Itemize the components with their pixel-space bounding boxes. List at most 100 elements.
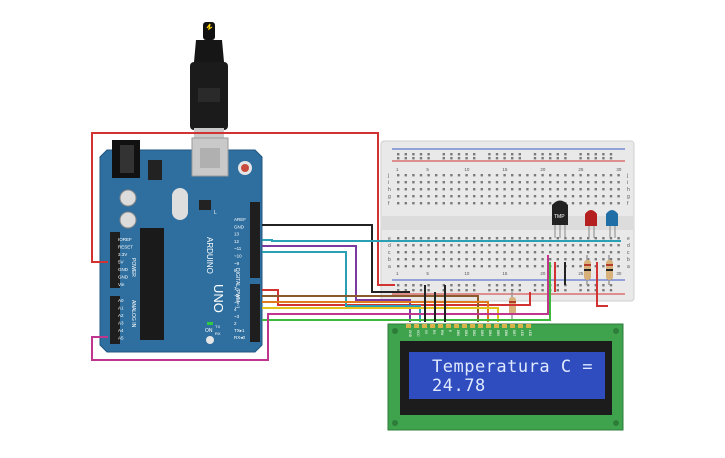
lcd-pin[interactable]	[478, 324, 483, 328]
lcd-pin[interactable]	[494, 324, 499, 328]
lcd-pin[interactable]	[470, 324, 475, 328]
wire-magenta-a5[interactable]	[91, 255, 549, 361]
lcd-pin-label: LED	[528, 330, 532, 337]
power-header-label: POWER	[130, 258, 136, 277]
wire-green-3[interactable]	[262, 262, 551, 321]
lcd-pin-label: DB5	[496, 330, 500, 336]
wire-red-led[interactable]	[262, 289, 531, 306]
lcd-pin-header	[406, 324, 531, 328]
digital-pin-label: 8	[234, 268, 237, 273]
digital-pin-label: 13	[234, 232, 240, 237]
lcd-pin[interactable]	[430, 324, 435, 328]
breadboard-row-letter: i	[388, 180, 389, 186]
analog-pin-label: A2	[118, 313, 124, 318]
breadboard-row-letter: h	[627, 187, 630, 193]
l-label: L	[214, 210, 217, 216]
breadboard-row-letter: d	[627, 243, 630, 249]
temperature-sensor[interactable]	[552, 200, 568, 239]
wire-red-power[interactable]	[91, 132, 395, 286]
breadboard-row-letter: i	[627, 180, 628, 186]
lcd-pin[interactable]	[438, 324, 443, 328]
digital-pin-label: ~5	[234, 300, 240, 305]
wire-teal-11[interactable]	[262, 251, 421, 322]
breadboard-row-letter: f	[388, 201, 390, 207]
breadboard-row-letter: c	[388, 250, 391, 256]
lcd-module[interactable]	[387, 323, 624, 431]
breadboard-row-letter: c	[627, 250, 630, 256]
analog-header-label: ANALOG IN	[130, 300, 136, 328]
lcd-pin[interactable]	[486, 324, 491, 328]
power-pin-label: GND	[118, 267, 129, 272]
power-pin-label: 3.3V	[118, 252, 127, 257]
wire-teal-13[interactable]	[262, 239, 621, 242]
lcd-pin[interactable]	[510, 324, 515, 328]
breadboard-column-number: 5	[426, 271, 429, 276]
lcd-pin-label: DB4	[488, 330, 492, 336]
lcd-pin[interactable]	[526, 324, 531, 328]
digital-pin-label: 7	[234, 286, 237, 291]
lcd-pin-label: DB2	[472, 330, 476, 336]
wire-yellow-4[interactable]	[262, 307, 499, 322]
blue-led[interactable]	[606, 210, 618, 238]
wire-black-gnd[interactable]	[262, 224, 410, 293]
breadboard-row-letter: j	[626, 173, 628, 179]
lcd-pin[interactable]	[422, 324, 427, 328]
wire-red-lcd-vcc[interactable]	[596, 262, 608, 307]
breadboard-column-number: 15	[502, 167, 508, 172]
breadboard-column-number: 10	[464, 167, 470, 172]
breadboard-row-letter: b	[627, 257, 630, 263]
breadboard[interactable]	[380, 140, 635, 302]
breadboard-row-letter: f	[627, 201, 629, 207]
lcd-pin-label: GND	[408, 330, 412, 338]
lcd-pin[interactable]	[462, 324, 467, 328]
analog-pin-label: A0	[118, 298, 124, 303]
breadboard-column-number: 30	[616, 167, 622, 172]
lcd-pin-label: DB1	[464, 330, 468, 336]
lcd-pin[interactable]	[454, 324, 459, 328]
power-pin-label: GND	[118, 275, 129, 280]
breadboard-column-number: 1	[396, 271, 399, 276]
wires	[91, 132, 621, 361]
breadboard-row-letter: b	[388, 257, 391, 263]
red-led[interactable]	[585, 210, 597, 238]
digital-pin-label: 12	[234, 239, 240, 244]
on-label: ON	[205, 328, 213, 334]
digital-pin-label: 2	[234, 321, 237, 326]
lcd-pin-label: E	[448, 330, 452, 332]
lcd-pin-label: DB7	[512, 330, 516, 336]
arduino-board[interactable]	[99, 137, 263, 353]
lcd-pin-label: RW	[440, 330, 444, 335]
breadboard-row-letter: a	[627, 264, 630, 270]
lcd-pin-label: DB3	[480, 330, 484, 336]
breadboard-row-letter: j	[387, 173, 389, 179]
resistor-1[interactable]	[584, 255, 591, 285]
breadboard-column-number: 25	[578, 271, 584, 276]
lcd-pin-label: VCC	[416, 330, 420, 337]
digital-pin-label: ~9	[234, 261, 240, 266]
breadboard-row-letter: g	[388, 194, 391, 200]
lcd-pin[interactable]	[518, 324, 523, 328]
tx-label: TX	[215, 324, 220, 329]
digital-pin-label: GND	[234, 224, 245, 229]
breadboard-column-number: 30	[616, 271, 622, 276]
resistor-2[interactable]	[606, 255, 613, 285]
usb-cable[interactable]	[190, 22, 228, 138]
lcd-pin[interactable]	[502, 324, 507, 328]
lcd-line-2: 24.78	[432, 376, 486, 396]
breadboard-row-letter: h	[388, 187, 391, 193]
digital-pin-label: ~6	[234, 293, 240, 298]
wire-orange-5[interactable]	[262, 301, 489, 322]
lcd-pin[interactable]	[414, 324, 419, 328]
lcd-pin-label: DB0	[456, 330, 460, 336]
breadboard-column-number: 25	[578, 167, 584, 172]
lcd-pin[interactable]	[406, 324, 411, 328]
lcd-pin-label: DB6	[504, 330, 508, 336]
sensor-label: TMP	[554, 214, 565, 220]
digital-pin-label: ~10	[234, 254, 242, 259]
lcd-line-1: Temperatura C =	[432, 357, 594, 377]
lcd-pin[interactable]	[446, 324, 451, 328]
